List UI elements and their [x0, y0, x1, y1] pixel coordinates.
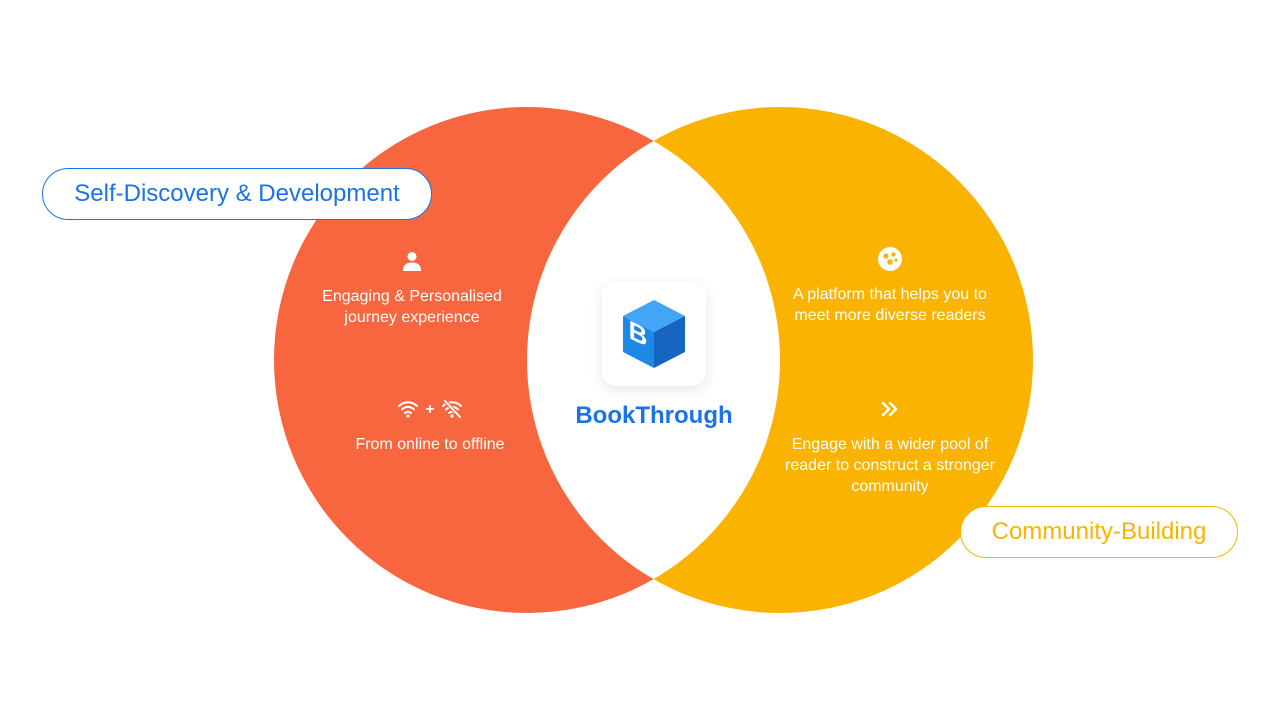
feature-meet-readers: A platform that helps you to meet more d…: [780, 246, 1000, 326]
overlap-region: [527, 107, 780, 613]
plus-sign: +: [425, 400, 435, 418]
feature-wider-community: Engage with a wider pool of reader to co…: [778, 396, 1002, 497]
logo-letter: B: [629, 314, 648, 352]
community-icon: [780, 246, 1000, 272]
self-discovery-label: Self-Discovery & Development: [42, 168, 432, 220]
feature-text: A platform that helps you to meet more d…: [793, 286, 987, 324]
brand-name: BookThrough: [575, 402, 733, 429]
feature-online-offline: + From online to offline: [320, 396, 540, 455]
no-wifi-icon: [441, 399, 462, 419]
community-building-label: Community-Building: [960, 506, 1238, 558]
feature-personalised-journey: Engaging & Personalised journey experien…: [302, 248, 522, 328]
wifi-icon: [398, 401, 419, 418]
brand-logo-card: B: [602, 282, 706, 386]
feature-text: Engaging & Personalised journey experien…: [322, 288, 502, 326]
cube-logo-icon: B: [623, 300, 685, 368]
double-chevron-right-icon: [778, 396, 1002, 422]
feature-text: Engage with a wider pool of reader to co…: [785, 436, 995, 495]
online-offline-icons: +: [320, 396, 540, 422]
user-icon: [302, 248, 522, 274]
feature-text: From online to offline: [355, 436, 505, 453]
